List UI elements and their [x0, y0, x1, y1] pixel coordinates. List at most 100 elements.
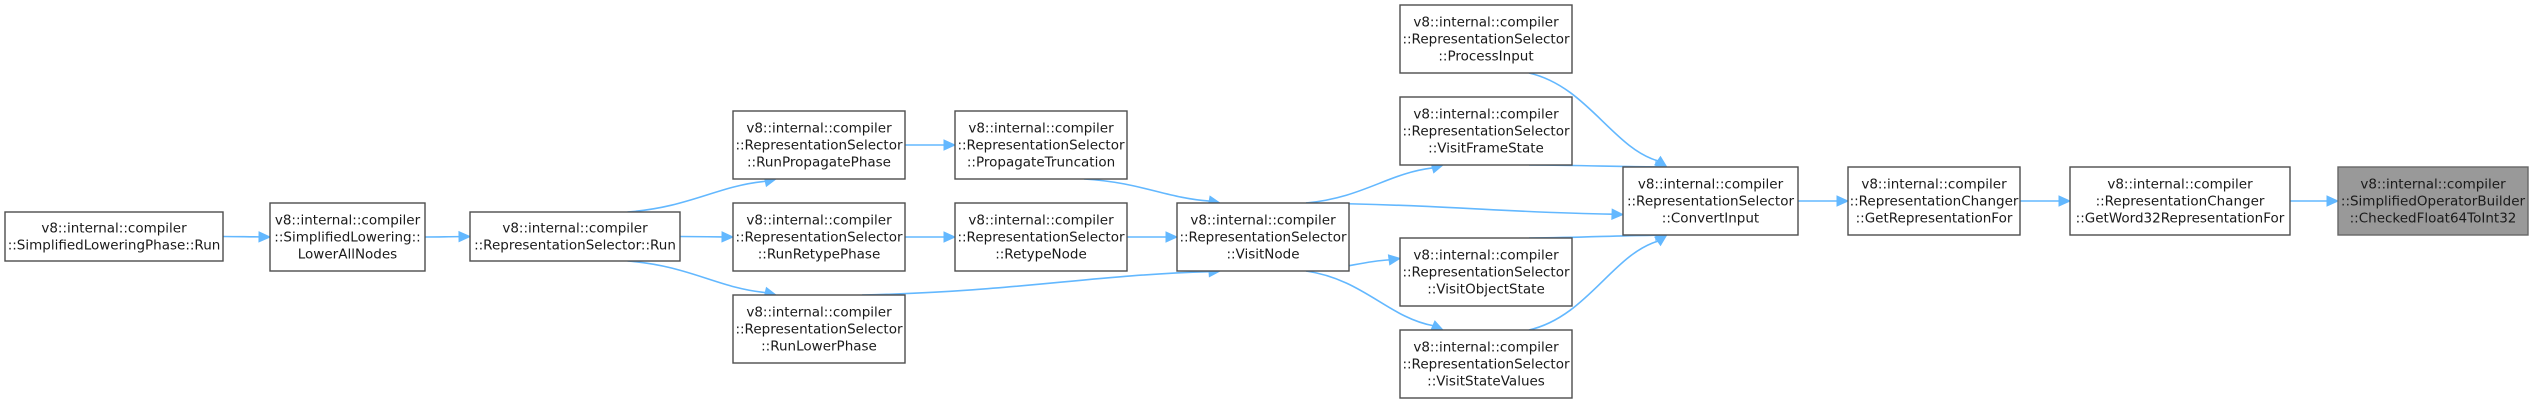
node-representation-selector-run[interactable]: v8::internal::compiler::RepresentationSe… [469, 211, 681, 262]
edge-representation-selector-run-retype-phase-to-representation-selector-retype-node [905, 231, 957, 243]
node-box [954, 202, 1128, 272]
edge-arrowhead [1165, 231, 1179, 243]
node-label-line: ::ProcessInput [1438, 49, 1533, 65]
node-label-line: v8::internal::compiler [1413, 107, 1559, 123]
node-representation-selector-visit-node[interactable]: v8::internal::compiler::RepresentationSe… [1176, 202, 1350, 272]
node-label-line: ::RetypeNode [995, 247, 1087, 263]
node-label-line: v8::internal::compiler [1190, 213, 1336, 229]
node-label-line: LowerAllNodes [298, 247, 397, 263]
edge-representation-selector-convert-input-to-representation-changer-get-representation-for [1798, 195, 1850, 207]
node-label-line: ::SimplifiedOperatorBuilder [2341, 194, 2526, 210]
edge-arrowhead [1611, 208, 1625, 220]
node-label-line: v8::internal::compiler [746, 213, 892, 229]
node-label-line: ::RepresentationSelector [735, 322, 903, 338]
node-label-line: ::RepresentationSelector [1402, 32, 1570, 48]
node-label-line: ::RepresentationSelector [735, 138, 903, 154]
node-label-line: ::RepresentationSelector::Run [474, 238, 676, 254]
edge-arrowhead [943, 139, 957, 151]
node-box [732, 110, 906, 180]
node-box [1176, 202, 1350, 272]
node-label-line: v8::internal::compiler [41, 221, 187, 237]
node-box [954, 110, 1128, 180]
node-simplified-lowering-lower-all-nodes[interactable]: v8::internal::compiler::SimplifiedLoweri… [269, 202, 426, 272]
node-representation-selector-convert-input[interactable]: v8::internal::compiler::RepresentationSe… [1622, 166, 1799, 236]
edge-line [1305, 202, 1613, 215]
edge-representation-selector-run-propagate-phase-to-representation-selector-propagate-truncation [905, 139, 957, 151]
edge-line [627, 180, 766, 213]
node-representation-selector-visit-state-values[interactable]: v8::internal::compiler::RepresentationSe… [1399, 329, 1573, 399]
node-label-line: ::SimplifiedLowering:: [274, 230, 420, 246]
node-representation-selector-process-input[interactable]: v8::internal::compiler::RepresentationSe… [1399, 4, 1573, 74]
node-label-line: ::PropagateTruncation [967, 155, 1115, 171]
node-simplified-lowering-phase-run[interactable]: v8::internal::compiler::SimplifiedLoweri… [4, 211, 224, 262]
node-label-line: ::RepresentationChanger [1850, 194, 2019, 210]
node-representation-selector-run-lower-phase[interactable]: v8::internal::compiler::RepresentationSe… [732, 294, 906, 364]
node-label-line: ::RepresentationSelector [957, 138, 1125, 154]
node-representation-selector-run-propagate-phase[interactable]: v8::internal::compiler::RepresentationSe… [732, 110, 906, 180]
node-box [1399, 4, 1573, 74]
node-label-line: ::RepresentationChanger [2096, 194, 2265, 210]
edge-simplified-lowering-phase-run-to-simplified-lowering-lower-all-nodes [222, 231, 272, 243]
edge-line [1083, 178, 1210, 202]
edge-representation-selector-visit-node-to-representation-selector-convert-input [1305, 202, 1625, 220]
edge-arrowhead [1430, 320, 1445, 331]
edge-representation-selector-visit-state-values-to-representation-selector-convert-input [1528, 234, 1668, 331]
node-label-line: ::CheckedFloat64ToInt32 [2350, 211, 2517, 227]
node-label-line: v8::internal::compiler [968, 121, 1114, 137]
node-box [2337, 166, 2529, 236]
edge-representation-selector-visit-node-to-representation-selector-visit-frame-state [1305, 162, 1445, 204]
node-label-line: ::RepresentationSelector [1402, 357, 1570, 373]
node-label-line: v8::internal::compiler [502, 221, 648, 237]
node-box [2069, 166, 2291, 236]
node-label-line: v8::internal::compiler [746, 305, 892, 321]
node-label-line: ::VisitObjectState [1427, 282, 1545, 298]
node-label-line: ::VisitFrameState [1428, 141, 1544, 157]
edge-arrowhead [721, 231, 735, 243]
node-label-line: ::VisitStateValues [1427, 374, 1545, 390]
node-label-line: ::SimplifiedLoweringPhase::Run [8, 238, 221, 254]
node-representation-changer-get-representation-for[interactable]: v8::internal::compiler::RepresentationCh… [1847, 166, 2021, 236]
node-representation-selector-retype-node[interactable]: v8::internal::compiler::RepresentationSe… [954, 202, 1128, 272]
node-label-line: ::RunPropagatePhase [747, 155, 891, 171]
node-label-line: ::GetRepresentationFor [1856, 211, 2013, 227]
node-label-line: ::RunLowerPhase [761, 339, 877, 355]
edge-arrowhead [943, 231, 957, 243]
node-label-line: v8::internal::compiler [275, 213, 421, 229]
node-label-line: ::RepresentationSelector [1402, 124, 1570, 140]
node-box [1622, 166, 1799, 236]
node-label-line: ::RepresentationSelector [1627, 194, 1795, 210]
node-representation-changer-get-word32-representation-for[interactable]: v8::internal::compiler::RepresentationCh… [2069, 166, 2291, 236]
edge-representation-selector-retype-node-to-representation-selector-visit-node [1127, 231, 1179, 243]
node-box [1847, 166, 2021, 236]
node-label-line: v8::internal::compiler [1413, 15, 1559, 31]
node-label-line: ::RepresentationSelector [735, 230, 903, 246]
edge-simplified-lowering-lower-all-nodes-to-representation-selector-run [424, 230, 472, 243]
edge-representation-selector-run-to-representation-selector-run-retype-phase [679, 231, 735, 243]
node-box [1399, 329, 1573, 399]
node-simplified-operator-builder-checked-float64-to-int32[interactable]: v8::internal::compiler::SimplifiedOperat… [2337, 166, 2529, 236]
edge-arrowhead [458, 230, 472, 243]
node-box [469, 211, 681, 262]
edge-arrowhead [1387, 254, 1402, 266]
node-label-line: ::RepresentationSelector [1179, 230, 1347, 246]
edge-line [1305, 167, 1433, 204]
node-representation-selector-propagate-truncation[interactable]: v8::internal::compiler::RepresentationSe… [954, 110, 1128, 180]
node-representation-selector-run-retype-phase[interactable]: v8::internal::compiler::RepresentationSe… [732, 202, 906, 272]
node-representation-selector-visit-frame-state[interactable]: v8::internal::compiler::RepresentationSe… [1399, 96, 1573, 166]
node-label-line: ::GetWord32RepresentationFor [2076, 211, 2285, 227]
node-label-line: v8::internal::compiler [746, 121, 892, 137]
node-box [732, 294, 906, 364]
edge-representation-changer-get-representation-for-to-representation-changer-get-word32-representation-for [2020, 195, 2072, 207]
edge-arrowhead [2058, 195, 2072, 207]
node-box [269, 202, 426, 272]
node-box [1399, 237, 1573, 307]
node-label-line: v8::internal::compiler [2107, 177, 2253, 193]
nodes: v8::internal::compiler::SimplifiedLoweri… [4, 4, 2529, 399]
node-label-line: v8::internal::compiler [1413, 340, 1559, 356]
edge-representation-changer-get-word32-representation-for-to-simplified-operator-builder-checked-float64-to-int32 [2290, 195, 2340, 207]
edge-arrowhead [1654, 234, 1668, 247]
node-representation-selector-visit-object-state[interactable]: v8::internal::compiler::RepresentationSe… [1399, 237, 1573, 307]
edge-line [1528, 240, 1658, 331]
node-box [4, 211, 224, 262]
edge-line [861, 270, 1210, 296]
